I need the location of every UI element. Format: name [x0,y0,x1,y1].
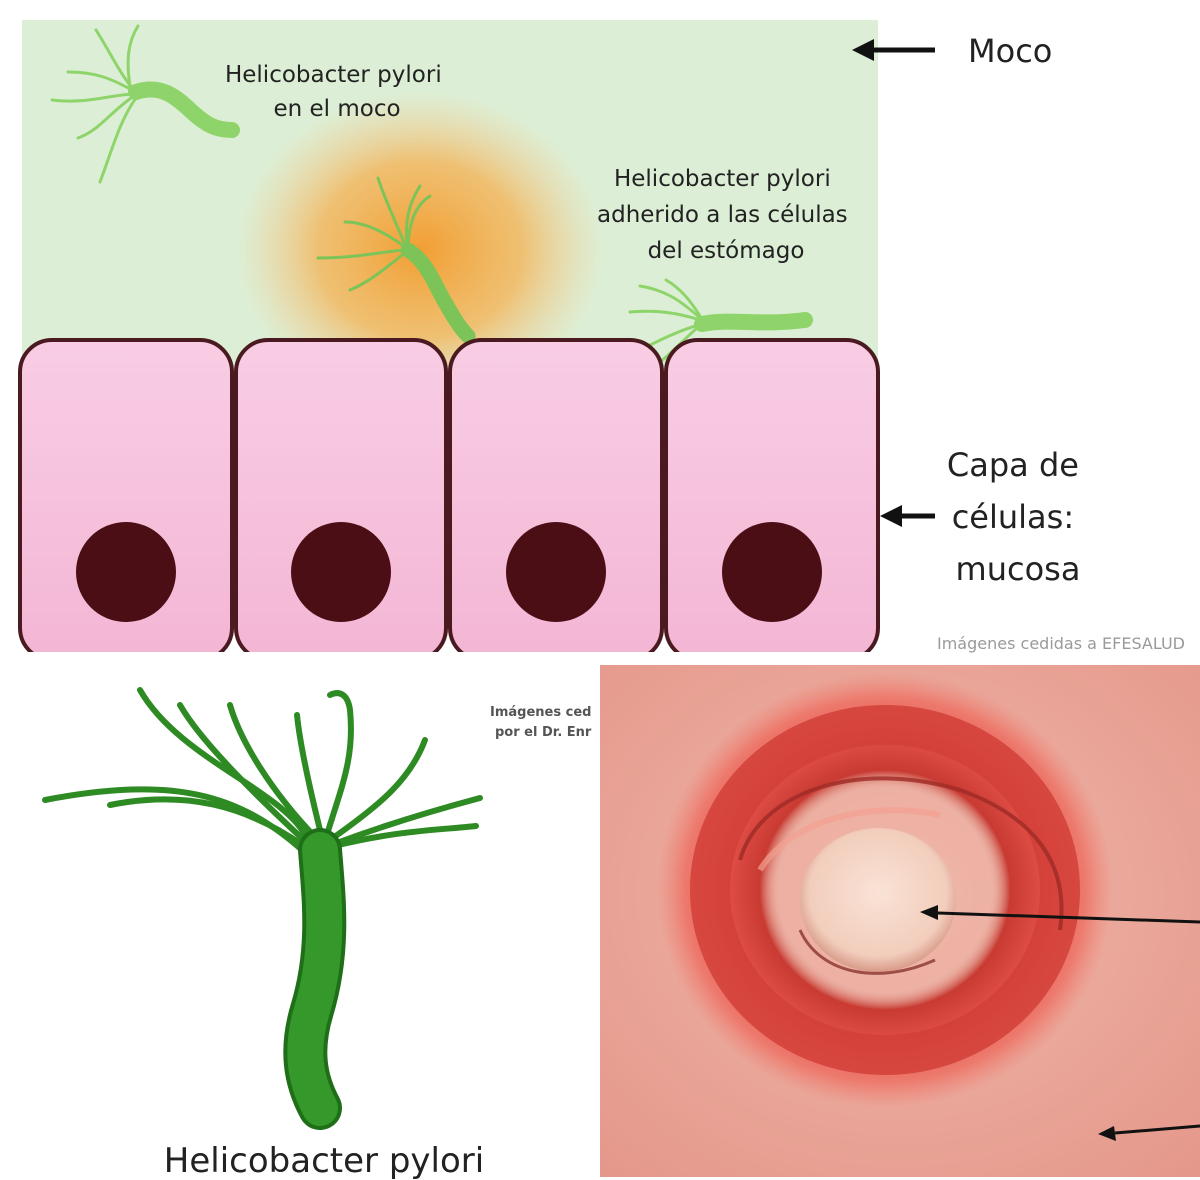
credit-efesalud: Imágenes cedidas a EFESALUD [937,634,1185,653]
cell-layer [18,338,880,662]
top-diagram: Helicobacter pylori en el moco Helicobac… [0,20,1200,662]
label-hp-adhered: Helicobacter pylori adherido a las célul… [597,166,855,264]
credit-dr: Imágenes ced por el Dr. Enr [490,705,596,740]
label-hp-mucus: Helicobacter pylori en el moco [225,62,449,122]
label-cell-layer: Capa de células: mucosa [947,446,1089,588]
caption-helicobacter: Helicobacter pylori [164,1141,484,1180]
helicobacter-bacterium-icon [42,687,483,1130]
ulcer-illustration [600,665,1200,1177]
helicobacter-bacterium-icon [50,24,240,184]
arrow-left-icon [920,905,1200,924]
ulcer-crater [800,828,956,972]
cell-nucleus [722,522,822,622]
bacterium-illustration: Helicobacter pylori Imágenes ced por el … [42,687,596,1180]
helicobacter-bacterium-icon [316,176,476,344]
cell-nucleus [506,522,606,622]
label-moco: Moco [968,32,1052,70]
arrow-left-icon [880,505,935,527]
cell-nucleus [76,522,176,622]
arrow-left-icon [1098,1124,1200,1141]
arrow-left-icon [852,39,935,61]
cell-nucleus [291,522,391,622]
